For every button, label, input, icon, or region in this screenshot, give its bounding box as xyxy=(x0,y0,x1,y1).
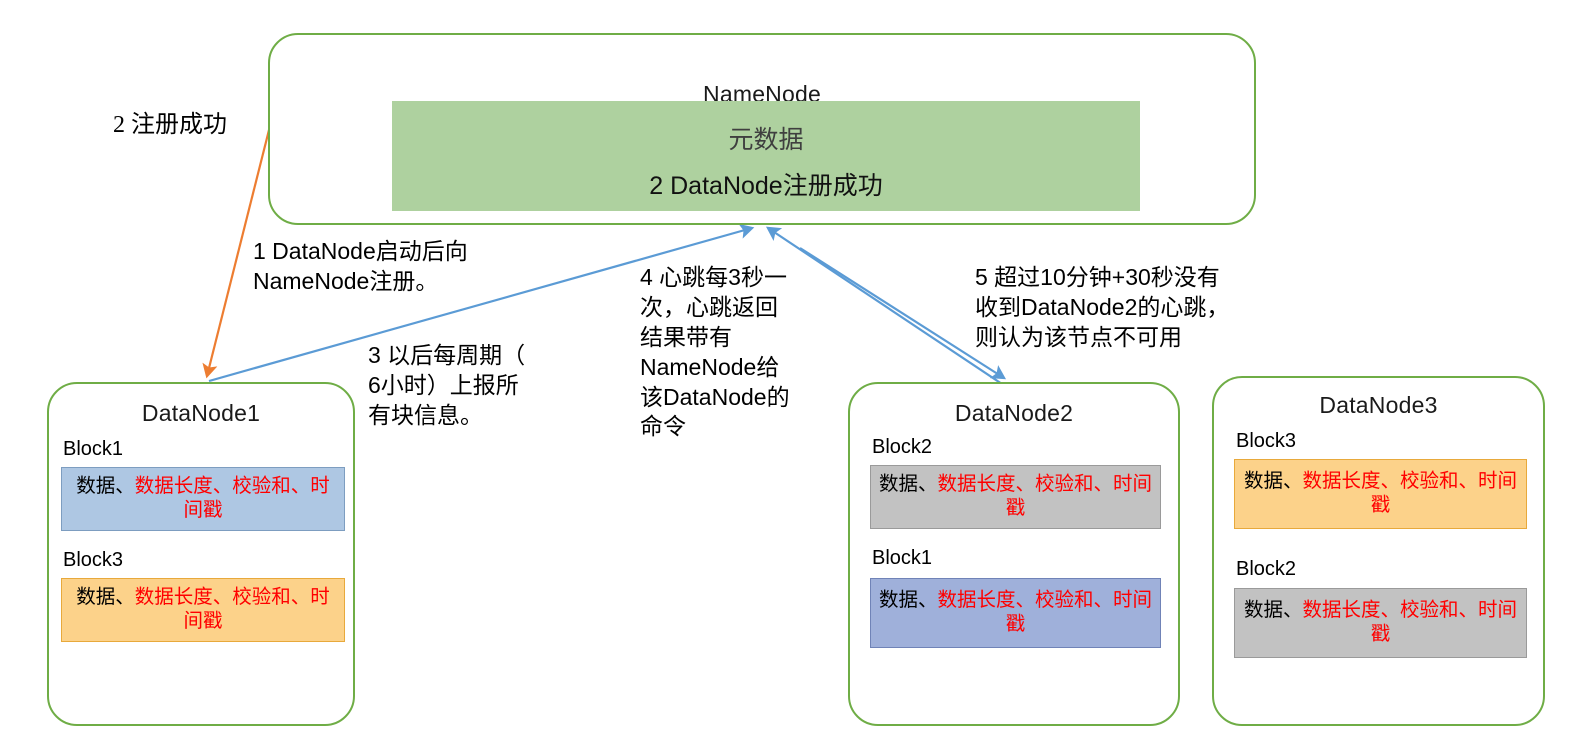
block-payload-plain-d3b0: 数据、 xyxy=(1243,470,1303,493)
block-payload-plain-d3b1: 数据、 xyxy=(1243,599,1303,622)
block-payload-red-d2b0: 数据长度、校验和、时间戳 xyxy=(937,473,1153,519)
datanode2-box[interactable]: DataNode2 Block2 数据、数据长度、校验和、时间戳 Block1 … xyxy=(848,382,1180,726)
datanode1-block-label-1: Block3 xyxy=(63,549,124,571)
namenode-metadata-panel: 元数据 2 DataNode注册成功 xyxy=(392,101,1140,211)
datanode3-block-label-0: Block3 xyxy=(1236,430,1297,452)
datanode1-block-label-0: Block1 xyxy=(63,438,124,460)
datanode3-block-body-1: 数据、数据长度、校验和、时间戳 xyxy=(1234,588,1527,658)
datanode1-title: DataNode1 xyxy=(141,400,261,426)
namenode-box[interactable]: NameNode 元数据 2 DataNode注册成功 xyxy=(268,33,1256,225)
datanode3-block-label-1: Block2 xyxy=(1236,558,1297,580)
block-payload-plain-d1b0: 数据、 xyxy=(76,475,135,498)
arrow-namenode-to-datanode2 xyxy=(799,247,1007,380)
datanode3-block-body-0: 数据、数据长度、校验和、时间戳 xyxy=(1234,459,1527,529)
metadata-label: 元数据 xyxy=(728,127,804,154)
datanode1-block-body-0: 数据、数据长度、校验和、时间戳 xyxy=(61,467,345,531)
datanode3-title: DataNode3 xyxy=(1319,392,1438,418)
block-payload-red-d3b0: 数据长度、校验和、时间戳 xyxy=(1302,470,1518,516)
block-payload-plain-d1b1: 数据、 xyxy=(76,586,135,609)
datanode2-block-label-0: Block2 xyxy=(872,436,933,458)
block-payload-red-d1b0: 数据长度、校验和、时间戳 xyxy=(134,475,330,521)
datanode2-block-body-0: 数据、数据长度、校验和、时间戳 xyxy=(870,465,1161,529)
datanode2-block-body-1: 数据、数据长度、校验和、时间戳 xyxy=(870,578,1161,648)
metadata-register-success: 2 DataNode注册成功 xyxy=(649,172,883,200)
annotation-step-1: 1 DataNode启动后向 NameNode注册。 xyxy=(253,238,468,294)
datanode1-box[interactable]: DataNode1 Block1 数据、数据长度、校验和、时间戳 Block3 … xyxy=(47,382,355,726)
arrow-datanode2-to-namenode xyxy=(765,226,1006,387)
block-payload-red-d3b1: 数据长度、校验和、时间戳 xyxy=(1302,599,1518,645)
annotation-step-3: 3 以后每周期（ 6小时）上报所 有块信息。 xyxy=(368,342,526,428)
datanode2-title: DataNode2 xyxy=(954,400,1074,426)
datanode2-block-label-1: Block1 xyxy=(872,547,933,569)
arrow-namenode-to-datanode1 xyxy=(202,125,272,379)
datanode1-block-body-1: 数据、数据长度、校验和、时间戳 xyxy=(61,578,345,642)
block-payload-plain-d2b0: 数据、 xyxy=(878,473,938,496)
datanode3-box[interactable]: DataNode3 Block3 数据、数据长度、校验和、时间戳 Block2 … xyxy=(1212,376,1545,726)
block-payload-red-d1b1: 数据长度、校验和、时间戳 xyxy=(134,586,330,632)
annotation-step-5: 5 超过10分钟+30秒没有 收到DataNode2的心跳， 则认为该节点不可用 xyxy=(975,264,1230,350)
annotation-step-4: 4 心跳每3秒一 次，心跳返回 结果带有 NameNode给 该DataNode… xyxy=(640,264,790,440)
block-payload-red-d2b1: 数据长度、校验和、时间戳 xyxy=(937,589,1153,635)
annotation-step-2: 2 注册成功 xyxy=(113,112,227,138)
arrow-datanode1-to-namenode xyxy=(208,223,755,383)
block-payload-plain-d2b1: 数据、 xyxy=(878,589,938,612)
